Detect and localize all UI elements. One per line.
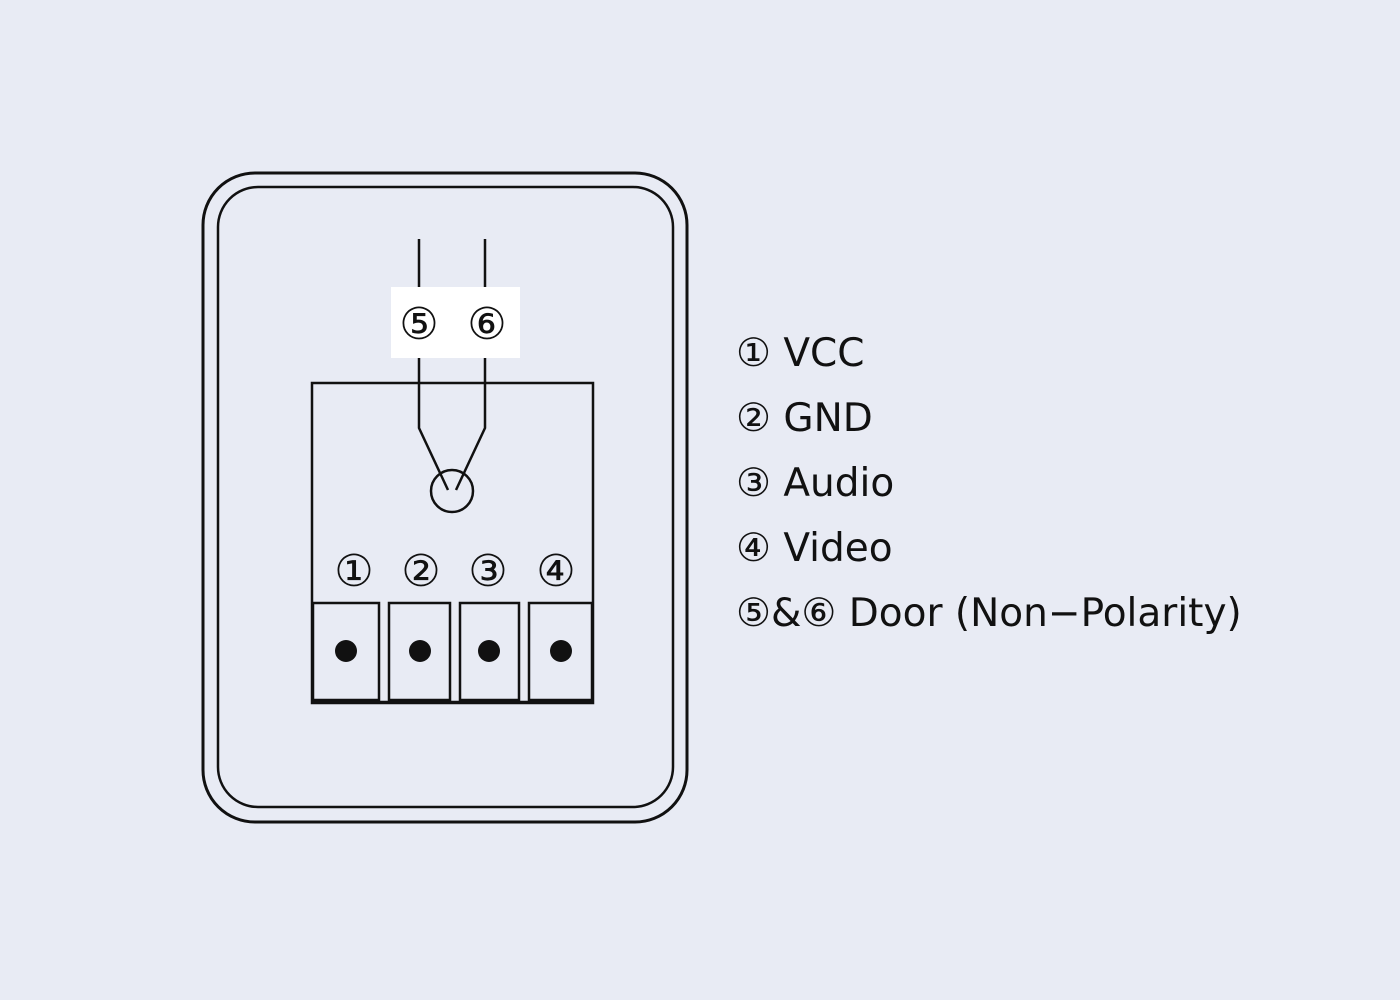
terminal-slots — [311, 601, 594, 702]
legend-item-vcc: ① VCC — [736, 331, 865, 376]
legend-item-door: ⑤&⑥ Door (Non−Polarity) — [736, 591, 1242, 636]
door-wire-6 — [454, 239, 487, 491]
terminal-slot-4 — [527, 601, 594, 702]
pin-legend: ① VCC ② GND ③ Audio ④ Video ⑤&⑥ Door (No… — [736, 328, 1242, 653]
terminal-label-6: ⑥ — [467, 299, 506, 350]
terminal-slot-1 — [311, 601, 381, 702]
terminal-screw-2 — [409, 640, 431, 662]
terminal-label-5: ⑤ — [399, 299, 438, 350]
door-wires — [417, 239, 487, 491]
device-inner-frame — [216, 185, 675, 809]
door-connector-circle — [429, 468, 475, 514]
device-outer-frame — [201, 171, 689, 824]
terminal-screw-4 — [550, 640, 572, 662]
terminal-label-2: ② — [401, 546, 440, 597]
terminal-screws — [335, 640, 572, 662]
terminal-screw-1 — [335, 640, 357, 662]
terminal-label-4: ④ — [536, 546, 575, 597]
door-label-box — [391, 287, 520, 358]
legend-item-gnd: ② GND — [736, 396, 873, 441]
terminal-screw-3 — [478, 640, 500, 662]
legend-item-video: ④ Video — [736, 526, 893, 571]
terminal-label-3: ③ — [468, 546, 507, 597]
terminal-label-1: ① — [334, 546, 373, 597]
terminal-slot-2 — [387, 601, 452, 702]
legend-item-audio: ③ Audio — [736, 461, 895, 506]
door-wire-5 — [417, 239, 450, 491]
terminal-slot-3 — [458, 601, 521, 702]
